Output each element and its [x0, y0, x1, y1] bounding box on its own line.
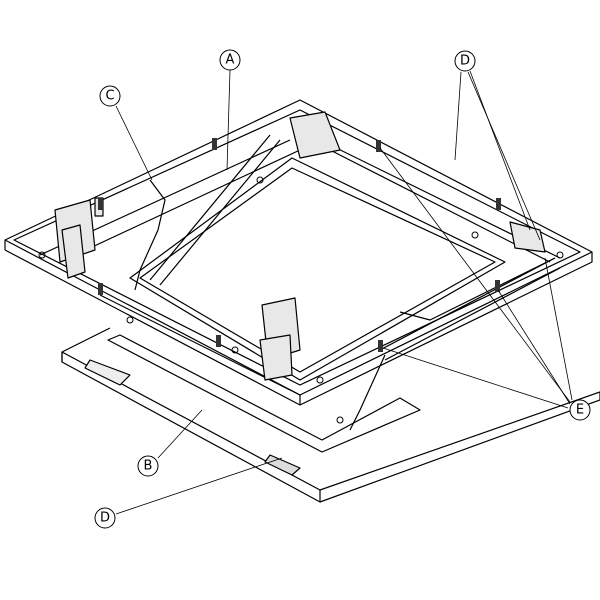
- latch-bracket-left: [54, 197, 104, 279]
- latch-bracket-center: [259, 297, 301, 381]
- callout-label: E: [576, 403, 584, 418]
- callout-label: A: [226, 53, 235, 68]
- pins: [98, 138, 501, 352]
- hinge-right: [509, 221, 546, 253]
- callout-label: D: [100, 511, 110, 526]
- callout-E: E: [569, 399, 591, 421]
- callout-label: B: [144, 459, 153, 474]
- callout-label: C: [105, 89, 114, 104]
- callout-label: D: [460, 54, 470, 69]
- callout-C: C: [99, 85, 121, 107]
- callout-A: A: [219, 49, 241, 71]
- upper-frame: [4, 99, 593, 431]
- hinge-top: [289, 111, 341, 159]
- lower-frame: [61, 327, 600, 503]
- leader-lines: [115, 69, 573, 515]
- mounting-holes: [38, 176, 564, 424]
- callout-D-bottom: D: [94, 507, 116, 529]
- callout-D-top: D: [454, 50, 476, 72]
- callout-B: B: [137, 455, 159, 477]
